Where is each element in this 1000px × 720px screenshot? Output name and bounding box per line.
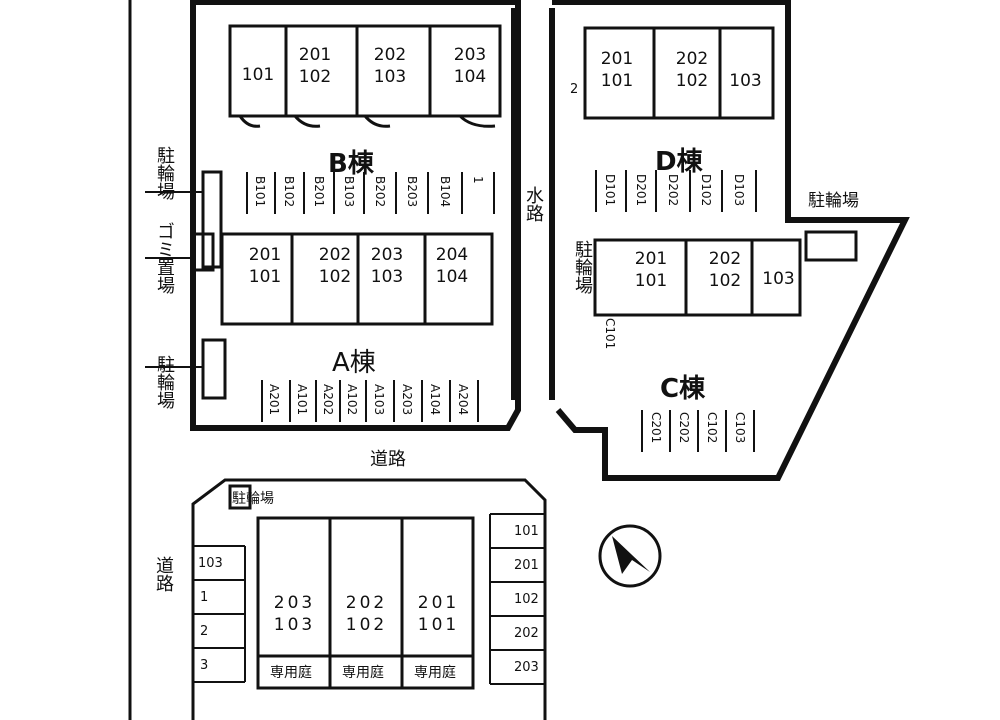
garbage-area-label: ゴミ置場	[154, 222, 175, 294]
a-parking-2: A101	[295, 384, 309, 416]
c-unit-1a: 201	[634, 249, 668, 269]
s-right-parking-5: 203	[514, 660, 539, 675]
bike-parking-label-s: 駐輪場	[232, 491, 274, 507]
b-building-name: B棟	[328, 149, 374, 179]
d-parking-5: D103	[732, 174, 746, 207]
a-parking-8: A204	[456, 384, 470, 416]
s-left-parking-4: 3	[200, 658, 209, 673]
d-parking-4: D102	[699, 174, 713, 207]
b-upper-unit-4a: 203	[453, 45, 487, 65]
s-unit-1a: 203	[273, 593, 316, 613]
a-parking-4: A102	[345, 384, 359, 416]
a-parking-1: A201	[267, 384, 281, 416]
d-parking-1: D101	[603, 174, 617, 207]
s-unit-3a: 201	[417, 593, 460, 613]
b-lower-unit-2b: 102	[318, 267, 352, 287]
c-parking-1: C201	[649, 412, 663, 444]
s-left-parking-3: 2	[200, 624, 209, 639]
a-building-name: A棟	[332, 348, 376, 378]
b-upper-unit-3b: 103	[373, 67, 407, 87]
c-parking-2: C202	[677, 412, 691, 444]
s-garden-1: 専用庭	[270, 665, 312, 681]
b-parking-8: 1	[471, 176, 485, 184]
d-parking-3: D202	[666, 174, 680, 207]
road-label-horizontal: 道路	[370, 449, 406, 470]
s-right-parking-2: 201	[514, 558, 539, 573]
a-parking-7: A104	[428, 384, 442, 416]
bike-parking-label-dc: 駐輪場	[808, 191, 859, 211]
b-lower-unit-2a: 202	[318, 245, 352, 265]
c-side-parking: C101	[603, 318, 617, 350]
d-unit-1b: 101	[600, 71, 634, 91]
b-parking-1: B101	[253, 176, 267, 208]
c-parking-4: C103	[733, 412, 747, 444]
d-building-name: D棟	[655, 147, 703, 177]
b-upper-unit-3a: 202	[373, 45, 407, 65]
d-side-label: 2	[570, 82, 579, 97]
c-unit-1b: 101	[634, 271, 668, 291]
s-unit-2a: 202	[345, 593, 388, 613]
s-unit-3b: 101	[417, 615, 460, 635]
compass-icon	[598, 524, 662, 588]
b-lower-unit-3b: 103	[370, 267, 404, 287]
d-unit-3: 103	[729, 71, 762, 91]
b-parking-7: B104	[438, 176, 452, 208]
d-unit-2a: 202	[675, 49, 709, 69]
bike-parking-label-c: 駐輪場	[572, 240, 593, 294]
road-label-vertical: 道路	[153, 556, 174, 592]
b-upper-unit-2b: 102	[298, 67, 332, 87]
s-left-parking-1: 103	[198, 556, 223, 571]
b-lower-unit-1b: 101	[248, 267, 282, 287]
waterway-label: 水路	[523, 186, 544, 222]
b-upper-unit-2a: 201	[298, 45, 332, 65]
a-parking-3: A202	[321, 384, 335, 416]
bike-parking-label-1: 駐輪場	[154, 146, 175, 200]
s-garden-3: 専用庭	[414, 665, 456, 681]
b-parking-4: B103	[342, 176, 356, 208]
d-unit-2b: 102	[675, 71, 709, 91]
d-parking-2: D201	[634, 174, 648, 207]
b-lower-unit-4b: 104	[435, 267, 469, 287]
b-parking-3: B201	[312, 176, 326, 208]
s-left-parking-2: 1	[200, 590, 209, 605]
s-unit-2b: 102	[345, 615, 388, 635]
c-unit-2b: 102	[708, 271, 742, 291]
c-unit-2a: 202	[708, 249, 742, 269]
d-unit-1a: 201	[600, 49, 634, 69]
a-parking-5: A103	[372, 384, 386, 416]
b-lower-unit-1a: 201	[248, 245, 282, 265]
s-garden-2: 専用庭	[342, 665, 384, 681]
b-upper-unit-4b: 104	[453, 67, 487, 87]
a-parking-6: A203	[400, 384, 414, 416]
b-parking-6: B203	[405, 176, 419, 208]
bike-parking-label-2: 駐輪場	[154, 355, 175, 409]
s-right-parking-4: 202	[514, 626, 539, 641]
s-right-parking-3: 102	[514, 592, 539, 607]
b-parking-2: B102	[282, 176, 296, 208]
s-right-parking-1: 101	[514, 524, 539, 539]
b-lower-unit-4a: 204	[435, 245, 469, 265]
b-parking-5: B202	[373, 176, 387, 208]
s-unit-1b: 103	[273, 615, 316, 635]
c-parking-3: C102	[705, 412, 719, 444]
b-lower-unit-3a: 203	[370, 245, 404, 265]
b-upper-unit-1: 101	[241, 65, 275, 85]
c-unit-3: 103	[762, 269, 795, 289]
c-building-name: C棟	[660, 374, 706, 404]
